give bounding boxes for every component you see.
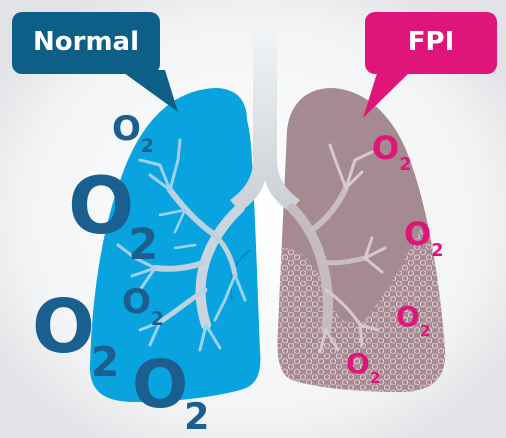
fpi-o2-molecule: O2 [396,303,431,331]
normal-o2-molecule: O2 [122,285,164,319]
normal-o2-molecule: O2 [132,352,213,418]
normal-o2-molecule: O2 [68,168,164,246]
fpi-label: FPI [365,26,497,58]
fpi-o2-molecule: O2 [372,132,411,164]
fpi-o2-molecule: O2 [404,218,443,250]
fpi-o2-molecule: O2 [346,350,381,378]
normal-o2-molecule: O2 [112,112,154,146]
normal-label: Normal [12,26,160,58]
normal-o2-molecule: O2 [32,290,123,364]
